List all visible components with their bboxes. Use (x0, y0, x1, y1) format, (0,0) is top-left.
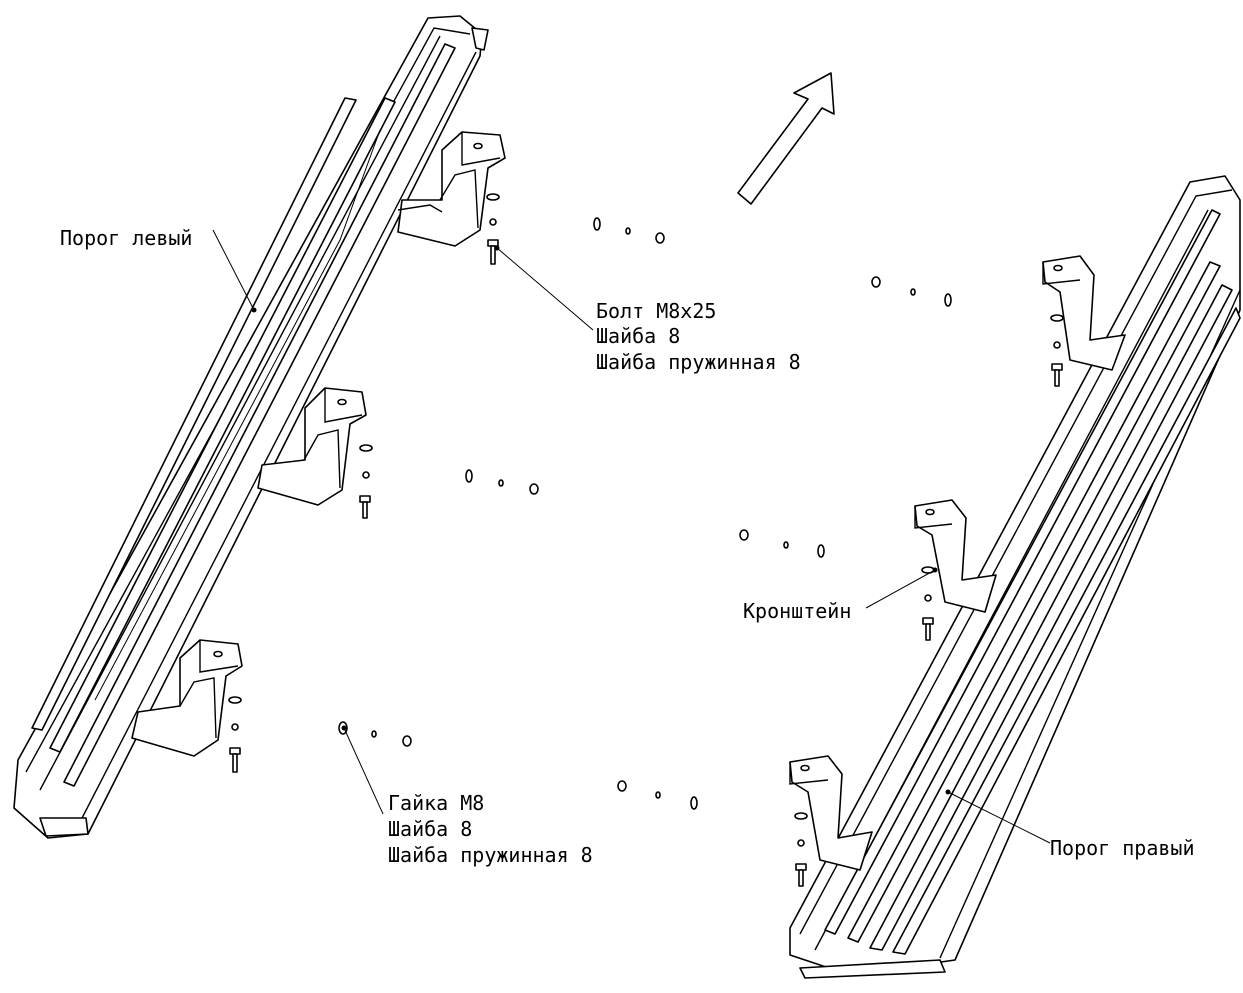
right-bracket-top (1042, 255, 1126, 371)
bracket-label: Кронштейн (743, 599, 851, 623)
nut-label: Гайка М8 (388, 791, 484, 815)
leader-lines (212, 229, 1051, 844)
bolt-label: Болт М8х25 (596, 299, 716, 323)
left-bracket-bottom (131, 639, 243, 757)
washer-label: Шайба 8 (596, 324, 680, 348)
right-sill-label: Порог правый (1050, 836, 1195, 860)
right-bracket-bottom (789, 755, 873, 871)
right-sill (789, 175, 1241, 979)
nut-groups (338, 217, 952, 810)
left-sill-label: Порог левый (60, 226, 192, 250)
left-bracket-top (397, 131, 506, 247)
left-sill (13, 15, 489, 839)
left-fasteners (228, 193, 500, 773)
nut-spring-washer-label: Шайба пружинная 8 (388, 843, 593, 867)
nut-washer-label: Шайба 8 (388, 817, 472, 841)
right-bracket-middle (914, 499, 997, 613)
direction-arrow-icon (737, 72, 835, 205)
right-fasteners (794, 314, 1064, 887)
spring-washer-label: Шайба пружинная 8 (596, 350, 801, 374)
left-bracket-middle (257, 387, 367, 506)
